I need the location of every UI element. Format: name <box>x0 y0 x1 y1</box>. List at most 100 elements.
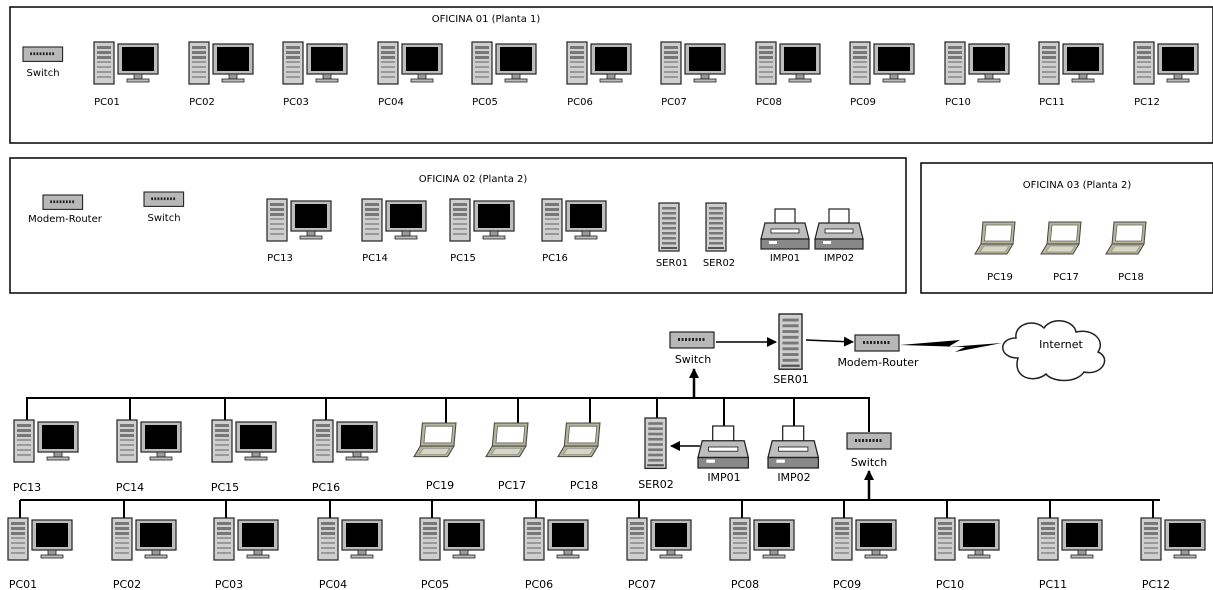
office-01-pc-label: PC07 <box>661 97 687 108</box>
topology-switch-top-label: Switch <box>675 353 711 366</box>
topology-row1-laptop-label: PC19 <box>426 479 454 492</box>
desktop-pc-icon <box>13 419 79 463</box>
desktop-pc-icon <box>213 517 279 561</box>
desktop-pc-icon <box>1038 41 1104 85</box>
office-01-pc-label: PC05 <box>472 97 498 108</box>
office-02-modem-label: Modem-Router <box>28 214 103 225</box>
connection-line <box>805 336 854 347</box>
laptop-icon <box>413 422 457 458</box>
desktop-pc-icon <box>849 41 915 85</box>
desktop-pc-icon <box>523 517 589 561</box>
laptop-icon <box>974 221 1016 255</box>
desktop-pc-icon <box>1037 517 1103 561</box>
office-01-box <box>9 6 1213 144</box>
printer-icon <box>767 425 820 469</box>
printer-icon <box>814 208 864 250</box>
office-01-pc-label: PC04 <box>378 97 404 108</box>
desktop-pc-icon <box>317 517 383 561</box>
desktop-pc-icon <box>377 41 443 85</box>
desktop-pc-icon <box>361 198 427 242</box>
topology-row1-pc-label: PC13 <box>13 481 41 494</box>
office-03-laptop-label: PC19 <box>987 272 1013 283</box>
topology-row2-pc-label: PC05 <box>421 578 449 590</box>
office-01-pc-label: PC06 <box>567 97 593 108</box>
network-switch-icon <box>22 46 64 62</box>
office-01-pc-label: PC03 <box>283 97 309 108</box>
network-switch-icon <box>669 331 715 349</box>
office-02-pc-label: PC15 <box>450 253 476 264</box>
office-01-pc-label: PC01 <box>94 97 120 108</box>
topology-cloud-label: Internet <box>1039 338 1083 351</box>
desktop-pc-icon <box>312 419 378 463</box>
office-01-pc-label: PC10 <box>945 97 971 108</box>
desktop-pc-icon <box>566 41 632 85</box>
laptop-icon <box>1040 221 1082 255</box>
topology-row2-pc-label: PC12 <box>1142 578 1170 590</box>
desktop-pc-icon <box>111 517 177 561</box>
desktop-pc-icon <box>541 198 607 242</box>
office-01-pc-label: PC12 <box>1134 97 1160 108</box>
office-01-pc-label: PC11 <box>1039 97 1065 108</box>
office-03-laptop-label: PC18 <box>1118 272 1144 283</box>
office-01-pc-label: PC08 <box>756 97 782 108</box>
desktop-pc-icon <box>831 517 897 561</box>
desktop-pc-icon <box>934 517 1000 561</box>
office-03-box <box>920 162 1213 294</box>
topology-row2-pc-label: PC02 <box>113 578 141 590</box>
server-tower-icon <box>658 202 680 252</box>
desktop-pc-icon <box>944 41 1010 85</box>
desktop-pc-icon <box>188 41 254 85</box>
desktop-pc-icon <box>93 41 159 85</box>
topology-row1-pc-label: PC15 <box>211 481 239 494</box>
topology-row1-laptop-label: PC17 <box>498 479 526 492</box>
desktop-pc-icon <box>282 41 348 85</box>
server-tower-icon <box>778 313 803 370</box>
office-01-title: OFICINA 01 (Planta 1) <box>432 14 541 25</box>
topology-row2-pc-label: PC11 <box>1039 578 1067 590</box>
printer-icon <box>760 208 810 250</box>
topology-row1-pc-label: PC14 <box>116 481 144 494</box>
desktop-pc-icon <box>7 517 73 561</box>
desktop-pc-icon <box>449 198 515 242</box>
topology-row2-pc-label: PC09 <box>833 578 861 590</box>
topology-row2-pc-label: PC06 <box>525 578 553 590</box>
office-02-box <box>9 157 907 294</box>
desktop-pc-icon <box>1140 517 1206 561</box>
office-01-pc-label: PC09 <box>850 97 876 108</box>
desktop-pc-icon <box>1133 41 1199 85</box>
desktop-pc-icon <box>626 517 692 561</box>
topology-server-label: SER01 <box>773 373 809 386</box>
topology-row1-server-label: SER02 <box>638 478 674 491</box>
modem-router-icon <box>854 334 900 352</box>
server-tower-icon <box>644 417 667 470</box>
topology-row1-pc-label: PC16 <box>312 481 340 494</box>
internet-cloud-icon <box>1002 320 1106 382</box>
topology-row2-pc-label: PC04 <box>319 578 347 590</box>
office-02-pc-label: PC14 <box>362 253 388 264</box>
server-tower-icon <box>705 202 727 252</box>
desktop-pc-icon <box>471 41 537 85</box>
office-02-switch-label: Switch <box>147 213 180 224</box>
topology-modem-label: Modem-Router <box>837 356 919 369</box>
desktop-pc-icon <box>266 198 332 242</box>
desktop-pc-icon <box>211 419 277 463</box>
network-switch-icon <box>846 432 892 450</box>
laptop-icon <box>485 422 529 458</box>
office-02-printer-label: IMP02 <box>824 253 854 264</box>
office-02-server-label: SER01 <box>656 258 688 269</box>
topology-row2-pc-label: PC08 <box>731 578 759 590</box>
topology-switch-mid-label: Switch <box>851 456 887 469</box>
office-02-title: OFICINA 02 (Planta 2) <box>419 174 528 185</box>
desktop-pc-icon <box>419 517 485 561</box>
office-02-server-label: SER02 <box>703 258 735 269</box>
printer-icon <box>697 425 750 469</box>
modem-router-icon <box>42 194 84 210</box>
topology-row2-pc-label: PC10 <box>936 578 964 590</box>
laptop-icon <box>557 422 601 458</box>
office-01-pc-label: PC02 <box>189 97 215 108</box>
desktop-pc-icon <box>729 517 795 561</box>
topology-printer-label: IMP01 <box>707 471 740 484</box>
topology-row1-laptop-label: PC18 <box>570 479 598 492</box>
office-03-laptop-label: PC17 <box>1053 272 1079 283</box>
network-switch-icon <box>143 191 185 207</box>
